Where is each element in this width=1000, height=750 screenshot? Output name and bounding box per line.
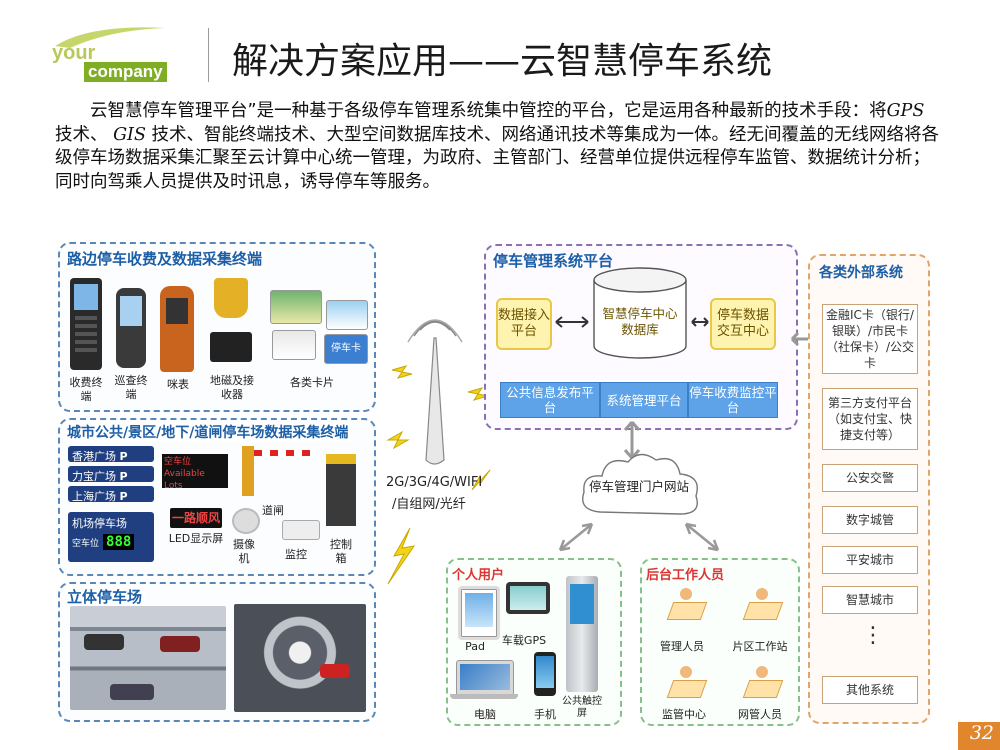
- external-system-item: 数字城管: [822, 506, 918, 534]
- platform-panel-title: 停车管理系统平台: [493, 252, 614, 270]
- parking-meter-icon: [160, 286, 194, 372]
- guide-sign: 力宝广场 P: [68, 466, 154, 483]
- antenna-tower-icon: [386, 319, 491, 490]
- stereo-garage-photo: [70, 606, 226, 710]
- personal-users-title: 个人用户: [452, 568, 505, 583]
- kiosk-icon: [566, 576, 598, 692]
- page-title: 解决方案应用——云智慧停车系统: [232, 41, 773, 82]
- staff-label: 网管人员: [738, 708, 782, 721]
- diagonal-arrow-icon: [558, 522, 594, 552]
- intro-paragraph: 云智慧停车管理平台”是一种基于各级停车管理系统集中管控的平台，它是运用各种最新的…: [55, 101, 940, 192]
- monitor-label: 监控: [285, 548, 307, 561]
- double-arrow-icon: [555, 316, 589, 328]
- staff-workstation-icon: [666, 588, 708, 620]
- card-icon: [326, 300, 368, 330]
- device-label: 巡查终端: [114, 374, 148, 401]
- guide-sign: 香港广场 P: [68, 446, 154, 463]
- geomagnetic-sensor-icon: [214, 278, 248, 318]
- card-icon: [272, 330, 316, 360]
- lightning-icon: [387, 527, 416, 585]
- control-box-icon: [326, 454, 356, 526]
- backend-staff-panel: [640, 558, 800, 726]
- dome-camera-icon: [232, 508, 260, 534]
- external-system-item: 平安城市: [822, 546, 918, 574]
- tower-garage-photo: [234, 604, 366, 712]
- gate-label: 道闸: [262, 504, 284, 517]
- led-display: 一路顺风: [170, 508, 222, 528]
- roadside-panel: [58, 242, 376, 412]
- db-label: 智慧停车中心数据库: [602, 306, 678, 337]
- fee-monitoring-platform: 停车收费监控平台: [688, 382, 778, 418]
- logo-swoosh-icon: [55, 27, 165, 48]
- surveillance-camera-icon: [282, 520, 320, 540]
- computer-label: 电脑: [474, 708, 496, 721]
- staff-label: 片区工作站: [732, 640, 788, 653]
- double-arrow-icon: [691, 317, 709, 327]
- airport-parking-sign: 机场停车场 空车位 888: [68, 512, 154, 562]
- backend-staff-title: 后台工作人员: [646, 568, 725, 583]
- double-arrow-icon: [790, 331, 818, 347]
- external-system-item: 金融IC卡（银行/银联）/市民卡（社保卡）/公交卡: [822, 304, 918, 374]
- external-system-item: 第三方支付平台（如支付宝、快捷支付等）: [822, 388, 918, 450]
- external-system-item: 公安交警: [822, 464, 918, 492]
- stereo-panel-title: 立体停车场: [64, 586, 146, 607]
- data-exchange-center: 停车数据交互中心: [710, 298, 776, 350]
- external-panel-title: 各类外部系统: [819, 265, 903, 281]
- staff-workstation-icon: [742, 666, 784, 698]
- staff-workstation-icon: [666, 666, 708, 698]
- parking-card-icon: 停车卡: [324, 334, 368, 364]
- guide-sign: 上海广场 P: [68, 486, 154, 503]
- patrol-terminal-icon: [116, 288, 146, 368]
- page-number: 32: [958, 722, 1000, 750]
- ellipsis: ⋮: [862, 623, 884, 648]
- ic-card-icon: [270, 290, 322, 324]
- database-cylinder-icon: [593, 267, 687, 359]
- phone-label: 手机: [534, 708, 556, 721]
- kiosk-label: 公共触控屏: [562, 696, 602, 719]
- vertical-double-arrow-icon: [623, 421, 641, 459]
- diagonal-arrow-icon: [684, 522, 720, 552]
- system-management-platform: 系统管理平台: [600, 382, 688, 418]
- device-label: 各类卡片: [290, 376, 334, 389]
- device-label: 收费终端: [69, 376, 103, 403]
- barrier-gate-icon: [254, 450, 310, 456]
- cloud-icon: [582, 453, 698, 515]
- control-box-label: 控制箱: [330, 538, 352, 565]
- logo-your: your: [52, 42, 96, 64]
- pad-label: Pad: [465, 640, 485, 653]
- gps-term: GPS: [886, 101, 925, 121]
- phone-icon: [534, 652, 556, 696]
- laptop-base-icon: [450, 694, 518, 699]
- data-access-platform: 数据接入平台: [496, 298, 552, 350]
- tablet-icon: [458, 586, 500, 640]
- camera-label: 摄像机: [233, 538, 255, 565]
- portal-label: 停车管理门户网站: [588, 479, 689, 494]
- external-system-item: 其他系统: [822, 676, 918, 704]
- network-label: 2G/3G/4G/WIFI /自组网/光纤: [386, 475, 483, 512]
- roadside-panel-title: 路边停车收费及数据采集终端: [64, 248, 266, 269]
- staff-label: 监管中心: [662, 708, 706, 721]
- device-label: 咪表: [167, 378, 189, 391]
- staff-label: 管理人员: [660, 640, 704, 653]
- public-info-platform: 公共信息发布平台: [500, 382, 600, 418]
- laptop-icon: [456, 660, 514, 696]
- barrier-post-icon: [242, 446, 254, 496]
- car-gps-label: 车载GPS: [501, 634, 547, 647]
- logo-company: company: [84, 62, 167, 82]
- available-lots-led: 空车位 Available Lots: [162, 454, 228, 491]
- handheld-terminal-icon: [70, 278, 102, 370]
- city-panel-title: 城市公共/景区/地下/道闸停车场数据采集终端: [64, 422, 352, 442]
- external-system-item: 智慧城市: [822, 586, 918, 614]
- staff-workstation-icon: [742, 588, 784, 620]
- device-label: 地磁及接收器: [210, 374, 254, 401]
- receiver-icon: [210, 332, 252, 362]
- gis-term: GIS: [113, 124, 146, 145]
- led-caption: LED显示屏: [168, 532, 224, 545]
- car-gps-icon: [506, 582, 550, 614]
- header-divider: [208, 28, 209, 82]
